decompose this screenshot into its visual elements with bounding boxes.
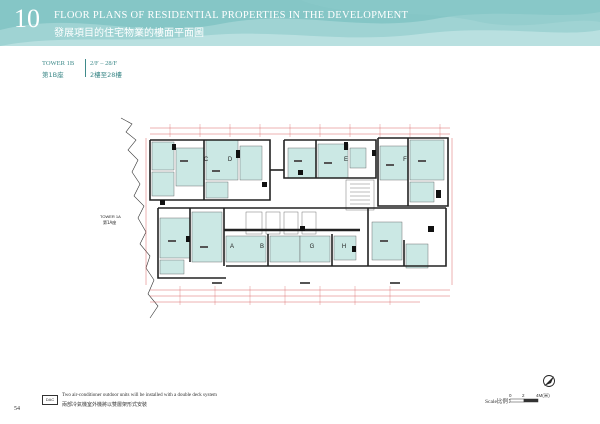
flat-label-f: F	[403, 157, 407, 163]
page-title-en: FLOOR PLANS OF RESIDENTIAL PROPERTIES IN…	[54, 10, 409, 21]
flat-label-b: B	[260, 244, 264, 250]
upper-wing-rooms	[151, 139, 445, 203]
adjacent-tower-label-zh: 第1A座	[103, 220, 117, 225]
columns	[160, 142, 441, 252]
chapter-number: 10	[14, 4, 40, 33]
flat-label-d: D	[228, 157, 233, 163]
site-boundary-line	[120, 117, 159, 319]
flat-label-h: H	[342, 244, 346, 250]
scale-label: Scale比例：	[485, 399, 514, 405]
flat-label-e: E	[344, 157, 348, 163]
scale-tick-2: 2	[522, 393, 525, 398]
scale-tick-0: 0	[509, 393, 512, 398]
flat-label-g: G	[310, 244, 315, 250]
scale-tick-4: 4M(米)	[536, 393, 550, 398]
banner-wave-background	[0, 0, 600, 46]
tower-info-divider	[85, 59, 86, 77]
ac-note-en: Two air-conditioner outdoor units will b…	[62, 393, 217, 398]
north-arrow-icon	[543, 375, 555, 387]
floor-range-en: 2/F – 28/F	[90, 60, 118, 67]
tower-name-en: TOWER 1B	[42, 60, 75, 67]
floor-range-zh: 2樓至28樓	[90, 71, 122, 79]
staircase	[350, 183, 370, 205]
lower-wing-rooms	[159, 211, 429, 275]
adjacent-tower-label-en: TOWER 1A	[100, 214, 121, 219]
structural-walls	[149, 137, 449, 279]
flat-label-a: A	[230, 244, 234, 250]
ac-note-zh: 兩部冷氣機室外機將以雙層架形式安裝	[62, 402, 148, 408]
page-title-zh: 發展項目的住宅物業的樓面平面圖	[54, 28, 204, 39]
flat-label-c: C	[204, 157, 209, 163]
tower-name-zh: 第1B座	[42, 71, 64, 79]
ac-unit-symbol: DAC	[42, 395, 58, 405]
header-banner: 10 FLOOR PLANS OF RESIDENTIAL PROPERTIES…	[0, 0, 600, 46]
page-number: 54	[14, 406, 20, 412]
